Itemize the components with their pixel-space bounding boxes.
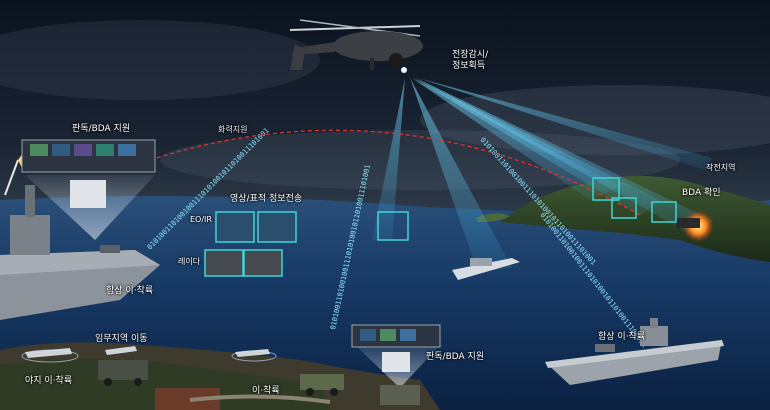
beam bbox=[418, 78, 712, 170]
truck-icon-mission bbox=[98, 360, 148, 386]
sensor-thumbnails bbox=[204, 211, 297, 277]
label-fire-support: 화력지원 bbox=[218, 125, 248, 134]
patrol-boat-icon bbox=[452, 258, 520, 280]
target-frames bbox=[377, 177, 677, 241]
label-ship-takeoff-left: 함상 이·착륙 bbox=[106, 286, 154, 296]
radar-thumbnail bbox=[204, 249, 244, 277]
label-bda-confirm: BDA 확인 bbox=[682, 188, 721, 198]
surveillance-beams bbox=[372, 78, 712, 272]
radar-thumbnail bbox=[243, 249, 283, 277]
eo-ir-thumbnail bbox=[215, 211, 255, 243]
landing-pad bbox=[231, 350, 277, 362]
target-frame bbox=[377, 211, 409, 241]
label-radar: 레이다 bbox=[178, 257, 201, 266]
ground-station-top bbox=[21, 139, 156, 240]
landing-pad bbox=[21, 349, 79, 363]
target-vehicle bbox=[676, 218, 700, 228]
helicopter-icon bbox=[289, 19, 423, 73]
label-decision-bda-top: 판독/BDA 지원 bbox=[72, 124, 131, 134]
label-ops-area: 작전지역 bbox=[706, 163, 736, 172]
label-decision-bda-bottom: 판독/BDA 지원 bbox=[426, 352, 485, 362]
label-surveillance: 전장감시/ 정보획득 bbox=[452, 50, 489, 71]
truck-icon-launcher bbox=[300, 374, 420, 405]
label-mission-area-move: 임무지역 이동 bbox=[95, 334, 148, 344]
building bbox=[155, 388, 220, 410]
label-video-target-tx: 영상/표적 정보전송 bbox=[230, 194, 303, 204]
warship-right-icon bbox=[545, 318, 724, 385]
beam bbox=[372, 78, 405, 240]
target-frame bbox=[651, 201, 677, 223]
target-frame bbox=[611, 197, 637, 219]
label-takeoff-landing: 이·착륙 bbox=[252, 386, 280, 396]
drone-icon bbox=[105, 346, 137, 355]
fire-support-path bbox=[149, 129, 641, 216]
label-ship-takeoff-right: 함상 이·착륙 bbox=[598, 332, 646, 342]
beam bbox=[410, 78, 512, 272]
beam bbox=[416, 78, 712, 240]
eo-ir-thumbnail bbox=[257, 211, 297, 243]
label-eo-ir: EO/IR bbox=[190, 215, 212, 224]
label-field-takeoff: 야지 이·착륙 bbox=[25, 376, 73, 386]
target-frame bbox=[592, 177, 620, 201]
cloud bbox=[0, 20, 320, 100]
ground-station-bottom bbox=[351, 324, 441, 388]
road bbox=[189, 394, 331, 404]
warship-left-icon bbox=[0, 150, 160, 320]
